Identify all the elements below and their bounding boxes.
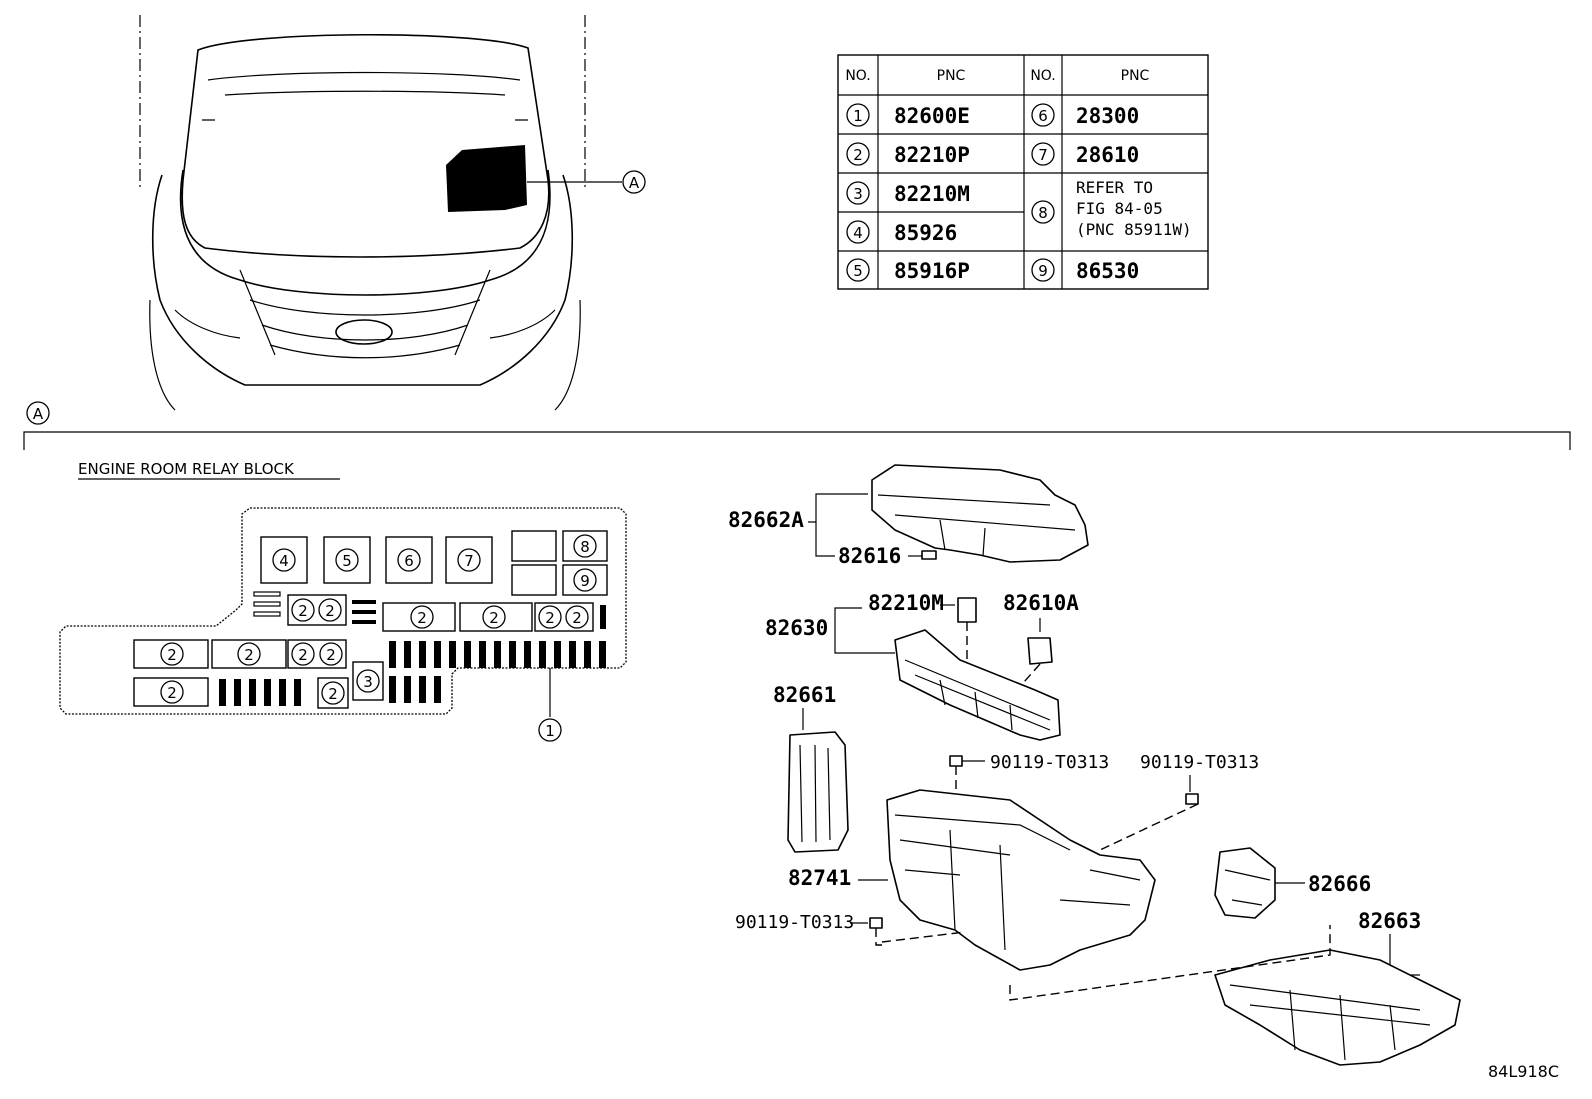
svg-text:82666: 82666 (1308, 872, 1371, 896)
svg-text:6: 6 (404, 552, 414, 570)
svg-text:(PNC 85911W): (PNC 85911W) (1076, 220, 1192, 239)
svg-text:3: 3 (853, 185, 863, 203)
svg-text:82661: 82661 (773, 683, 836, 707)
svg-text:2: 2 (298, 646, 308, 664)
svg-text:REFER TO: REFER TO (1076, 178, 1153, 197)
table-row: 8 REFER TO FIG 84-05 (PNC 85911W) (1031, 178, 1192, 239)
svg-text:90119-T0313: 90119-T0313 (735, 912, 854, 933)
svg-text:4: 4 (279, 552, 289, 570)
svg-text:90119-T0313: 90119-T0313 (990, 752, 1109, 773)
part-side-cover-82661: 82661 (773, 683, 849, 853)
part-bolt-right: 90119-T0313 (1099, 752, 1259, 851)
svg-text:82662A: 82662A (728, 508, 804, 532)
svg-text:85926: 85926 (894, 221, 957, 245)
svg-text:5: 5 (342, 552, 352, 570)
pnc-table: NO. PNC NO. PNC 1 82600E 2 82210P 3 8221… (837, 54, 1209, 290)
header-pnc-1: PNC (937, 68, 966, 84)
svg-text:2: 2 (326, 646, 336, 664)
part-bracket-82666: 82666 (1214, 847, 1371, 919)
svg-text:A: A (629, 174, 640, 192)
header-no-2: NO. (1030, 68, 1055, 84)
svg-text:9: 9 (580, 572, 590, 590)
svg-text:FIG 84-05: FIG 84-05 (1076, 199, 1163, 218)
part-cover-82662a: 82662A 82616 (728, 464, 1089, 568)
svg-text:1: 1 (853, 107, 863, 125)
svg-text:2: 2 (167, 646, 177, 664)
svg-text:6: 6 (1038, 107, 1048, 125)
svg-text:5: 5 (853, 262, 863, 280)
svg-text:3: 3 (363, 673, 373, 691)
svg-text:2: 2 (572, 609, 582, 627)
part-bolt-upper: 90119-T0313 (949, 752, 1109, 820)
svg-text:8: 8 (1038, 204, 1048, 222)
svg-text:86530: 86530 (1076, 259, 1139, 283)
table-row: 4 85926 (846, 220, 957, 245)
table-row: 6 28300 (1031, 103, 1139, 128)
section-a-bracket: A (23, 401, 1571, 450)
svg-text:82663: 82663 (1358, 909, 1421, 933)
part-holder-82630: 82630 (765, 607, 1061, 741)
svg-text:A: A (33, 405, 44, 423)
svg-text:7: 7 (464, 552, 474, 570)
svg-text:4: 4 (853, 224, 863, 242)
svg-text:9: 9 (1038, 262, 1048, 280)
table-row: 2 82210P (846, 142, 970, 167)
svg-text:2: 2 (417, 609, 427, 627)
svg-text:82610A: 82610A (1003, 591, 1079, 615)
svg-text:7: 7 (1038, 146, 1048, 164)
part-relay-82610a: 82610A (1003, 591, 1079, 701)
header-no-1: NO. (845, 68, 870, 84)
svg-text:2: 2 (167, 684, 177, 702)
table-row: 1 82600E (846, 103, 970, 128)
svg-text:2: 2 (328, 685, 338, 703)
svg-text:2: 2 (489, 609, 499, 627)
svg-text:82616: 82616 (838, 544, 901, 568)
table-row: 9 86530 (1031, 258, 1139, 283)
svg-text:82600E: 82600E (894, 104, 970, 128)
svg-text:82630: 82630 (765, 616, 828, 640)
part-tray-82663: 82663 (1009, 909, 1461, 1066)
svg-text:28300: 28300 (1076, 104, 1139, 128)
part-box-82741: 82741 (788, 789, 1156, 971)
svg-text:82210P: 82210P (894, 143, 970, 167)
callout-a-top: A (622, 170, 646, 194)
figure-code: 84L918C (1488, 1062, 1559, 1081)
svg-text:2: 2 (545, 609, 555, 627)
svg-text:2: 2 (298, 602, 308, 620)
svg-text:82741: 82741 (788, 866, 851, 890)
table-row: 5 85916P (846, 258, 970, 283)
svg-text:1: 1 (545, 722, 555, 740)
svg-text:85916P: 85916P (894, 259, 970, 283)
vehicle-front-outline (139, 15, 622, 411)
svg-text:82210M: 82210M (868, 591, 944, 615)
table-row: 7 28610 (1031, 142, 1139, 167)
header-pnc-2: PNC (1121, 68, 1150, 84)
svg-text:2: 2 (853, 146, 863, 164)
svg-text:28610: 28610 (1076, 143, 1139, 167)
svg-text:8: 8 (580, 538, 590, 556)
relay-block-layout: 4 5 6 7 8 9 2 2 2 (59, 507, 627, 742)
svg-text:82210M: 82210M (894, 182, 970, 206)
svg-text:90119-T0313: 90119-T0313 (1140, 752, 1259, 773)
svg-text:2: 2 (325, 602, 335, 620)
part-bolt-lower: 90119-T0313 (735, 912, 966, 946)
svg-text:2: 2 (244, 646, 254, 664)
table-row: 3 82210M (846, 181, 970, 206)
relay-block-title: ENGINE ROOM RELAY BLOCK (78, 460, 295, 478)
